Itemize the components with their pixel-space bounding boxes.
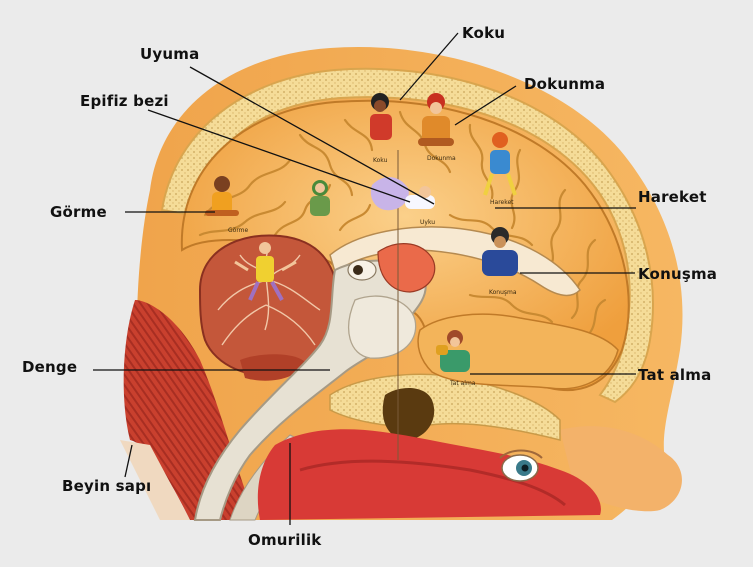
svg-text:Görme: Görme [228,227,249,234]
label-denge: Denge [22,358,77,376]
svg-text:Konuşma: Konuşma [489,289,517,296]
svg-text:Tat alma: Tat alma [449,380,476,387]
label-epifiz-bezi: Epifiz bezi [80,92,169,110]
label-gorme: Görme [50,203,107,221]
label-koku: Koku [462,24,505,42]
label-dokunma: Dokunma [524,75,605,93]
label-tat-alma: Tat alma [638,366,711,384]
label-uyuma: Uyuma [140,45,199,63]
svg-text:Koku: Koku [373,157,388,164]
svg-text:Dokunma: Dokunma [427,155,456,162]
figure-pineal [310,180,330,216]
label-konusma: Konuşma [638,265,717,283]
label-omurilik: Omurilik [248,531,321,549]
label-beyin-sapi: Beyin sapı [62,477,151,495]
svg-text:Hareket: Hareket [490,199,514,206]
svg-text:Uyku: Uyku [420,219,435,226]
label-hareket: Hareket [638,188,707,206]
